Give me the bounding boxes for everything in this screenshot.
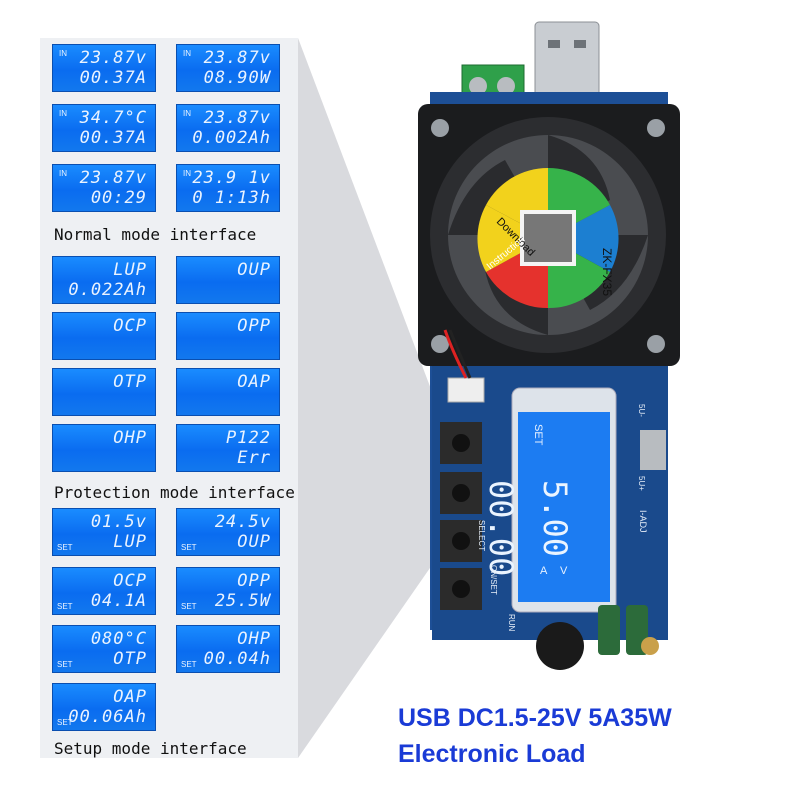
protection-mode-caption: Protection mode interface bbox=[54, 483, 295, 502]
adjust-pot bbox=[641, 637, 659, 655]
lcd-line: 34.7°C bbox=[79, 108, 147, 128]
lcd-screen: OTP bbox=[52, 368, 156, 416]
lcd-line: 23.87v bbox=[79, 48, 147, 68]
micro-usb-port bbox=[640, 430, 666, 470]
lcd-line: 08.90W bbox=[203, 68, 271, 88]
lcd-line: 01.5v bbox=[90, 512, 147, 532]
lcd-line: OHP bbox=[237, 629, 271, 649]
lcd-screen: OHP bbox=[52, 424, 156, 472]
normal-mode-caption: Normal mode interface bbox=[54, 225, 257, 244]
lcd-line: 00.06Ah bbox=[68, 707, 147, 727]
lcd-line: 25.5W bbox=[214, 591, 271, 611]
lcd-line: OUP bbox=[237, 260, 271, 280]
lcd-line: 00.37A bbox=[79, 128, 147, 148]
capacitor bbox=[598, 605, 620, 655]
lcd-line: OPP bbox=[237, 316, 271, 336]
silk-label: SELECT bbox=[477, 520, 486, 552]
lcd-line: 0.022Ah bbox=[68, 280, 147, 300]
fan-connector bbox=[447, 377, 485, 403]
lcd-line: 0.002Ah bbox=[192, 128, 271, 148]
usb-plug bbox=[534, 21, 600, 97]
silk-label: 5U- bbox=[637, 404, 646, 417]
lcd-line: OTP bbox=[113, 372, 147, 392]
lcd-line: 23.9 1v bbox=[192, 168, 271, 188]
lcd-line: P122 bbox=[226, 428, 271, 448]
lcd-line: 23.87v bbox=[203, 108, 271, 128]
setup-mode-caption: Setup mode interface bbox=[54, 739, 247, 758]
fan-label: ZK-FX35 bbox=[600, 248, 614, 296]
lcd-line: OAP bbox=[113, 687, 147, 707]
lcd-line: 23.87v bbox=[79, 168, 147, 188]
lcd-line: LUP bbox=[113, 532, 147, 552]
lcd-line: 24.5v bbox=[214, 512, 271, 532]
lcd-screen: OUP bbox=[176, 256, 280, 304]
lcd-screen: OAP bbox=[176, 368, 280, 416]
lcd-line: 00:29 bbox=[90, 188, 147, 208]
lcd-line: OPP bbox=[237, 571, 271, 591]
board-lcd bbox=[518, 412, 610, 602]
lcd-line: OUP bbox=[237, 532, 271, 552]
lcd-line: 04.1A bbox=[90, 591, 147, 611]
lcd-screen: OPP bbox=[176, 312, 280, 360]
lcd-line: 00.04h bbox=[203, 649, 271, 669]
lcd-line: 23.87v bbox=[203, 48, 271, 68]
lcd-line: OCP bbox=[113, 316, 147, 336]
product-title: USB DC1.5-25V 5A35W bbox=[398, 704, 672, 732]
lcd-line: 080°C bbox=[90, 629, 147, 649]
fan-sticker bbox=[477, 167, 619, 309]
lcd-line: LUP bbox=[113, 260, 147, 280]
silk-label: 5U+ bbox=[637, 476, 646, 491]
silk-label: I-ADJ bbox=[638, 510, 648, 533]
lcd-line: OHP bbox=[113, 428, 147, 448]
lcd-line: 0 1:13h bbox=[192, 188, 271, 208]
silk-label: ON/SET bbox=[489, 565, 498, 595]
board-lcd-line2: 5.00 bbox=[536, 480, 574, 558]
lcd-line: OTP bbox=[113, 649, 147, 669]
lcd-line: OAP bbox=[237, 372, 271, 392]
product-subtitle: Electronic Load bbox=[398, 740, 586, 768]
lcd-line: Err bbox=[237, 448, 271, 468]
board-lcd-unit-v: V bbox=[560, 565, 568, 577]
silk-label: RUN bbox=[507, 614, 516, 632]
lcd-line: 00.37A bbox=[79, 68, 147, 88]
buzzer bbox=[536, 622, 584, 670]
board-lcd-unit-a: A bbox=[540, 565, 548, 577]
board-lcd-set: SET bbox=[532, 424, 544, 446]
lcd-line: OCP bbox=[113, 571, 147, 591]
lcd-screen: OCP bbox=[52, 312, 156, 360]
